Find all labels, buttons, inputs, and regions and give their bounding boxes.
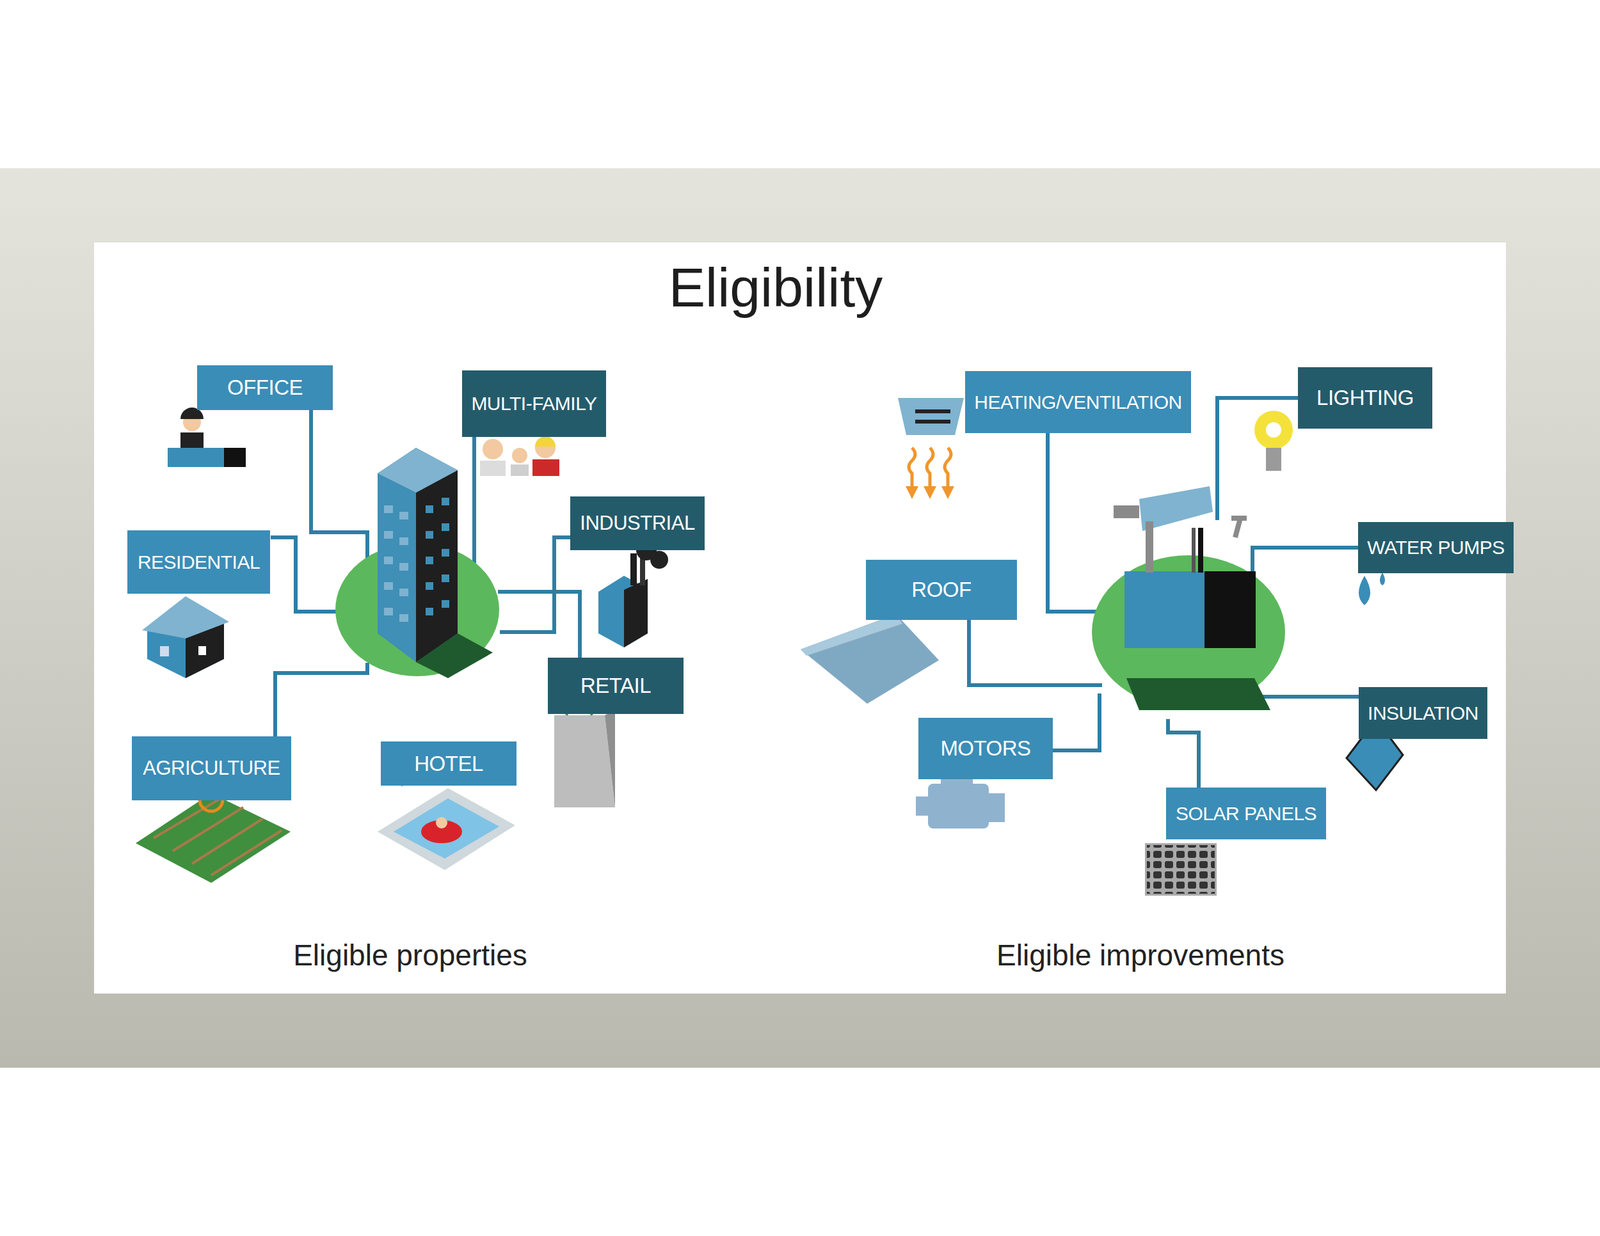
label-box: SOLAR PANELS	[1166, 787, 1327, 840]
box-label: SOLAR PANELS	[1175, 803, 1317, 825]
label-box: AGRICULTURE	[131, 736, 292, 801]
label-box: HOTEL	[380, 741, 517, 786]
label-box: MOTORS	[918, 718, 1053, 780]
box-label: OFFICE	[227, 375, 303, 400]
label-box: WATER PUMPS	[1358, 522, 1514, 574]
box-label: HEATING/VENTILATION	[974, 391, 1182, 414]
box-label: ROOF	[911, 577, 971, 603]
caption-label: Eligible improvements	[996, 938, 1285, 973]
label-box: ROOF	[865, 560, 1017, 621]
box-label: HOTEL	[414, 752, 484, 777]
box-label: INSULATION	[1367, 702, 1479, 725]
box-label: RETAIL	[580, 673, 651, 699]
label-box: INSULATION	[1358, 687, 1488, 740]
box-label: LIGHTING	[1316, 385, 1414, 411]
box-label: WATER PUMPS	[1367, 536, 1505, 559]
box-label: AGRICULTURE	[142, 757, 280, 781]
box-label: MOTORS	[940, 736, 1031, 761]
caption-label: Eligible properties	[293, 938, 528, 973]
label-box: MULTI-FAMILY	[462, 370, 607, 438]
label-box: RETAIL	[547, 657, 684, 715]
box-label: RESIDENTIAL	[137, 551, 260, 574]
box-label: INDUSTRIAL	[579, 512, 695, 536]
label-box: LIGHTING	[1297, 367, 1433, 429]
label-box: OFFICE	[197, 365, 333, 411]
label-box: INDUSTRIAL	[570, 496, 705, 551]
box-label: MULTI-FAMILY	[471, 392, 597, 415]
white-panel	[94, 242, 1506, 994]
label-box: RESIDENTIAL	[127, 530, 271, 594]
label-box: HEATING/VENTILATION	[965, 371, 1192, 434]
title-text: Eligibility	[668, 256, 884, 320]
